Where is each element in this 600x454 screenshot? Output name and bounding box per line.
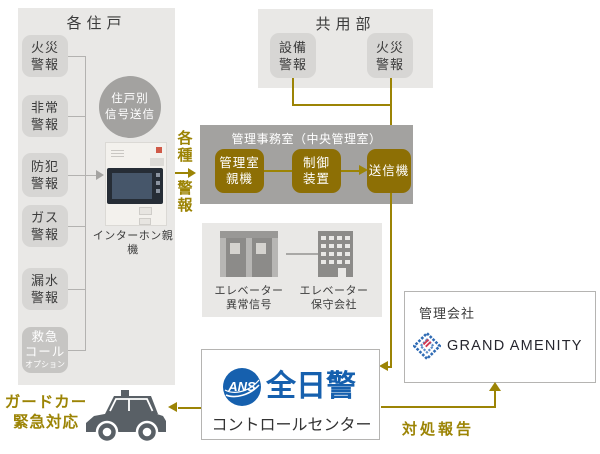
flow-line (390, 78, 392, 143)
elevator-company-label: エレベーター 保守会社 (299, 285, 369, 311)
residence-connector-stub (68, 226, 85, 227)
control-device-box: 制御 装置 (292, 149, 341, 193)
alarm-box-crime: 防犯 警報 (22, 153, 68, 197)
various-alarms-arrow (175, 167, 196, 179)
intercom-device-icon (105, 142, 167, 226)
flow-line (292, 104, 392, 106)
arrow-line (175, 172, 188, 174)
flow-line (341, 170, 360, 172)
alarm-box-leak: 漏水 警報 (22, 268, 68, 310)
intercom-button (139, 207, 152, 215)
control-center-card: ANS 全日警 コントロールセンター (201, 349, 380, 440)
office-master-unit-box: 管理室 親機 (215, 149, 264, 193)
guard-car-icon (86, 390, 166, 444)
ans-logo-icon: ANS (223, 368, 261, 406)
residence-connector-stub (68, 56, 85, 57)
intercom-label: インターホン親機 (92, 230, 174, 256)
intercom-screen (112, 173, 152, 199)
management-office-title: 管理事務室（中央管理室） (231, 132, 382, 146)
flow-line (390, 193, 392, 367)
alarm-box-emergency: 非常 警報 (22, 95, 68, 137)
intercom-screen-module (107, 168, 163, 204)
intercom-module-button (156, 173, 160, 177)
report-label: 対処報告 (402, 422, 475, 438)
various-alarms-top: 各種 (177, 131, 193, 164)
residence-connector-vertical (85, 56, 86, 351)
control-center-label: コントロールセンター (211, 417, 372, 434)
alarm-box-gas: ガス 警報 (22, 205, 68, 247)
arrowhead-to-intercom (96, 170, 104, 180)
building-window-row (321, 260, 350, 264)
intercom-button (139, 218, 151, 225)
emergency-call-note: オプション (25, 360, 65, 369)
arrowhead-to-guard-car (168, 402, 177, 412)
various-alarms-label: 各種 警報 (175, 131, 196, 215)
elevator-signal-label: エレベーター 異常信号 (214, 285, 284, 311)
arrowhead-to-transmitter (359, 165, 368, 175)
guard-car-label: ガードカー 緊急対応 (4, 394, 88, 431)
intercom-module-button (156, 181, 160, 185)
alarm-box-fire: 火災 警報 (22, 35, 68, 77)
management-company-title: 管理会社 (419, 306, 476, 321)
elevator-window (256, 243, 266, 254)
residence-connector-stub (68, 289, 85, 290)
management-company-card: 管理会社 GRAND AMENITY (404, 291, 596, 383)
residence-connector-stub (68, 116, 85, 117)
intercom-module-button (156, 189, 160, 193)
signal-transmission-circle: 住戸別 信号送信 (99, 76, 161, 138)
flow-line (292, 78, 294, 106)
intercom-speaker-grille (111, 148, 124, 157)
residence-connector-stub (68, 350, 85, 351)
building-window-row (321, 236, 350, 240)
alarm-box-emergency-call: 救急 コール オプション (22, 327, 68, 373)
flow-line (381, 406, 496, 408)
alarm-box-common-fire: 火災 警報 (367, 33, 413, 78)
residence-panel-title: 各住戸 (66, 16, 127, 32)
arrowhead-to-control-center (379, 361, 388, 371)
building-window-row (321, 244, 350, 248)
building-icon (318, 231, 353, 277)
residence-connector-stub (68, 175, 96, 176)
arrowhead-right (188, 168, 196, 178)
intercom-small-label (150, 158, 164, 166)
building-window-row (321, 252, 350, 256)
zennikkei-brand: 全日警 (266, 370, 356, 403)
elevator-door-icon (220, 231, 278, 277)
arrowhead-to-management-company (489, 382, 501, 391)
intercom-red-button (156, 147, 162, 153)
transmitter-box: 送信機 (367, 149, 411, 193)
elevator-arrow-line (286, 253, 333, 255)
elevator-window (230, 243, 240, 254)
various-alarms-bottom: 警報 (177, 181, 193, 214)
emergency-call-label: 救急 コール (24, 330, 66, 359)
flow-line (264, 170, 292, 172)
elevator-lintel (220, 231, 278, 238)
grand-amenity-logo-icon (413, 332, 441, 360)
flow-line (178, 407, 201, 409)
ans-badge-text: ANS (227, 379, 256, 394)
management-company-name: GRAND AMENITY (447, 338, 583, 354)
flow-line (494, 390, 496, 408)
common-area-title: 共用部 (315, 17, 376, 33)
alarm-box-equipment: 設備 警報 (270, 33, 316, 78)
building-door (338, 268, 346, 277)
flow-line (386, 366, 392, 368)
